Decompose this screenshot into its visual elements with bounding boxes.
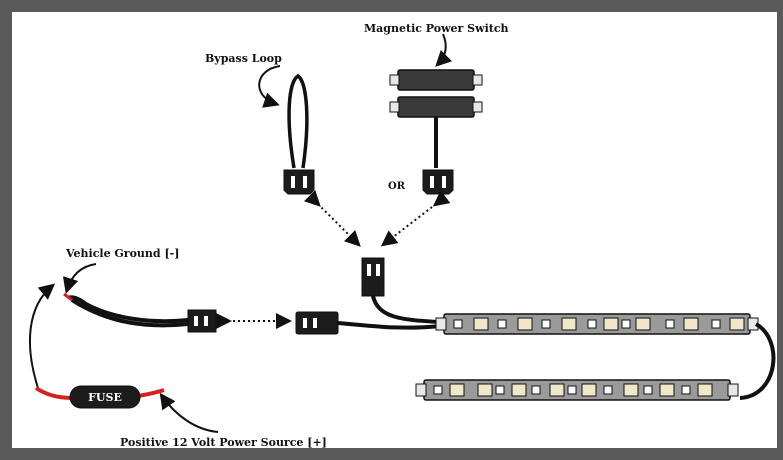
or-label: OR [388,181,406,192]
vehicle-ground-label: Vehicle Ground [-] [66,247,180,260]
fuse-label: FUSE [88,391,122,404]
magnetic-power-switch-label: Magnetic Power Switch [364,22,509,35]
bypass-loop-label: Bypass Loop [205,52,282,65]
positive-source-label: Positive 12 Volt Power Source [+] [120,436,327,449]
harness-connector [361,257,441,324]
fuse [69,385,141,409]
main-connector [295,311,441,335]
led-strip-2 [415,379,739,401]
input-connector [187,309,217,333]
magnetic-switch [389,69,483,168]
switch-plug [422,169,454,195]
bypass-loop [287,73,309,169]
bypass-plug [283,169,315,195]
led-strip-1 [435,313,759,335]
